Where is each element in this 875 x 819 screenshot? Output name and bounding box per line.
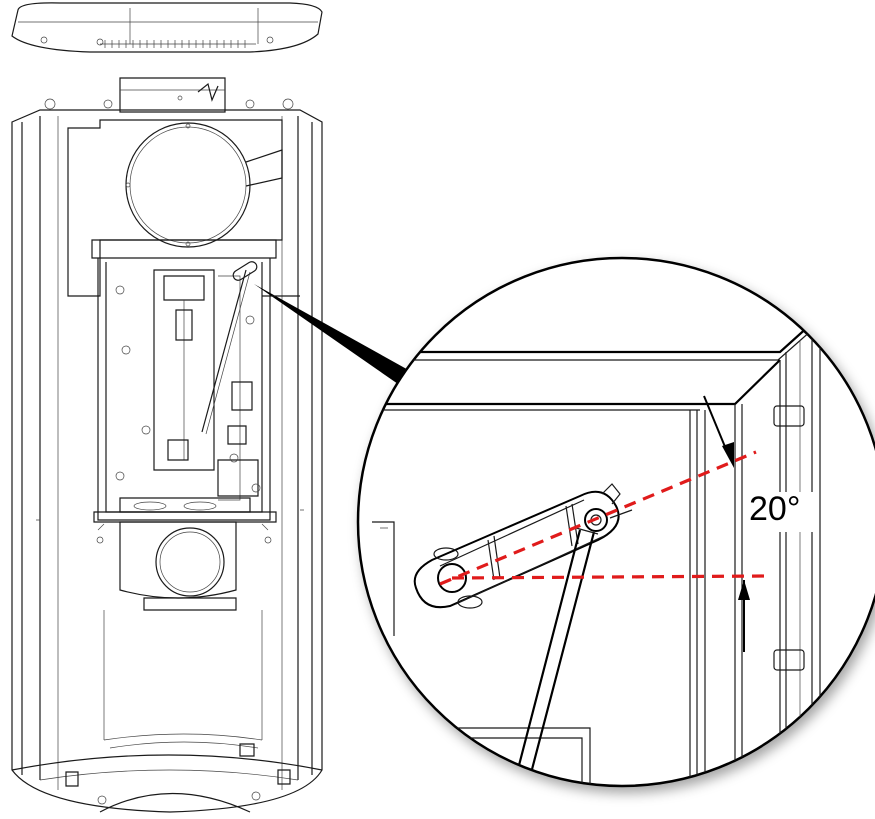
angle-arrow-bottom: [738, 580, 750, 652]
angle-guide-upper: [439, 450, 757, 586]
angle-arrow-top: [703, 395, 734, 468]
angle-label: 20°: [749, 490, 801, 528]
stove-top-cover: [11, 2, 323, 53]
callout-connector: [254, 284, 412, 384]
angle-guide-lower: [451, 574, 769, 580]
lever-link: [413, 483, 633, 609]
stove-body: [11, 77, 323, 813]
detail-magnifier: [356, 256, 875, 788]
